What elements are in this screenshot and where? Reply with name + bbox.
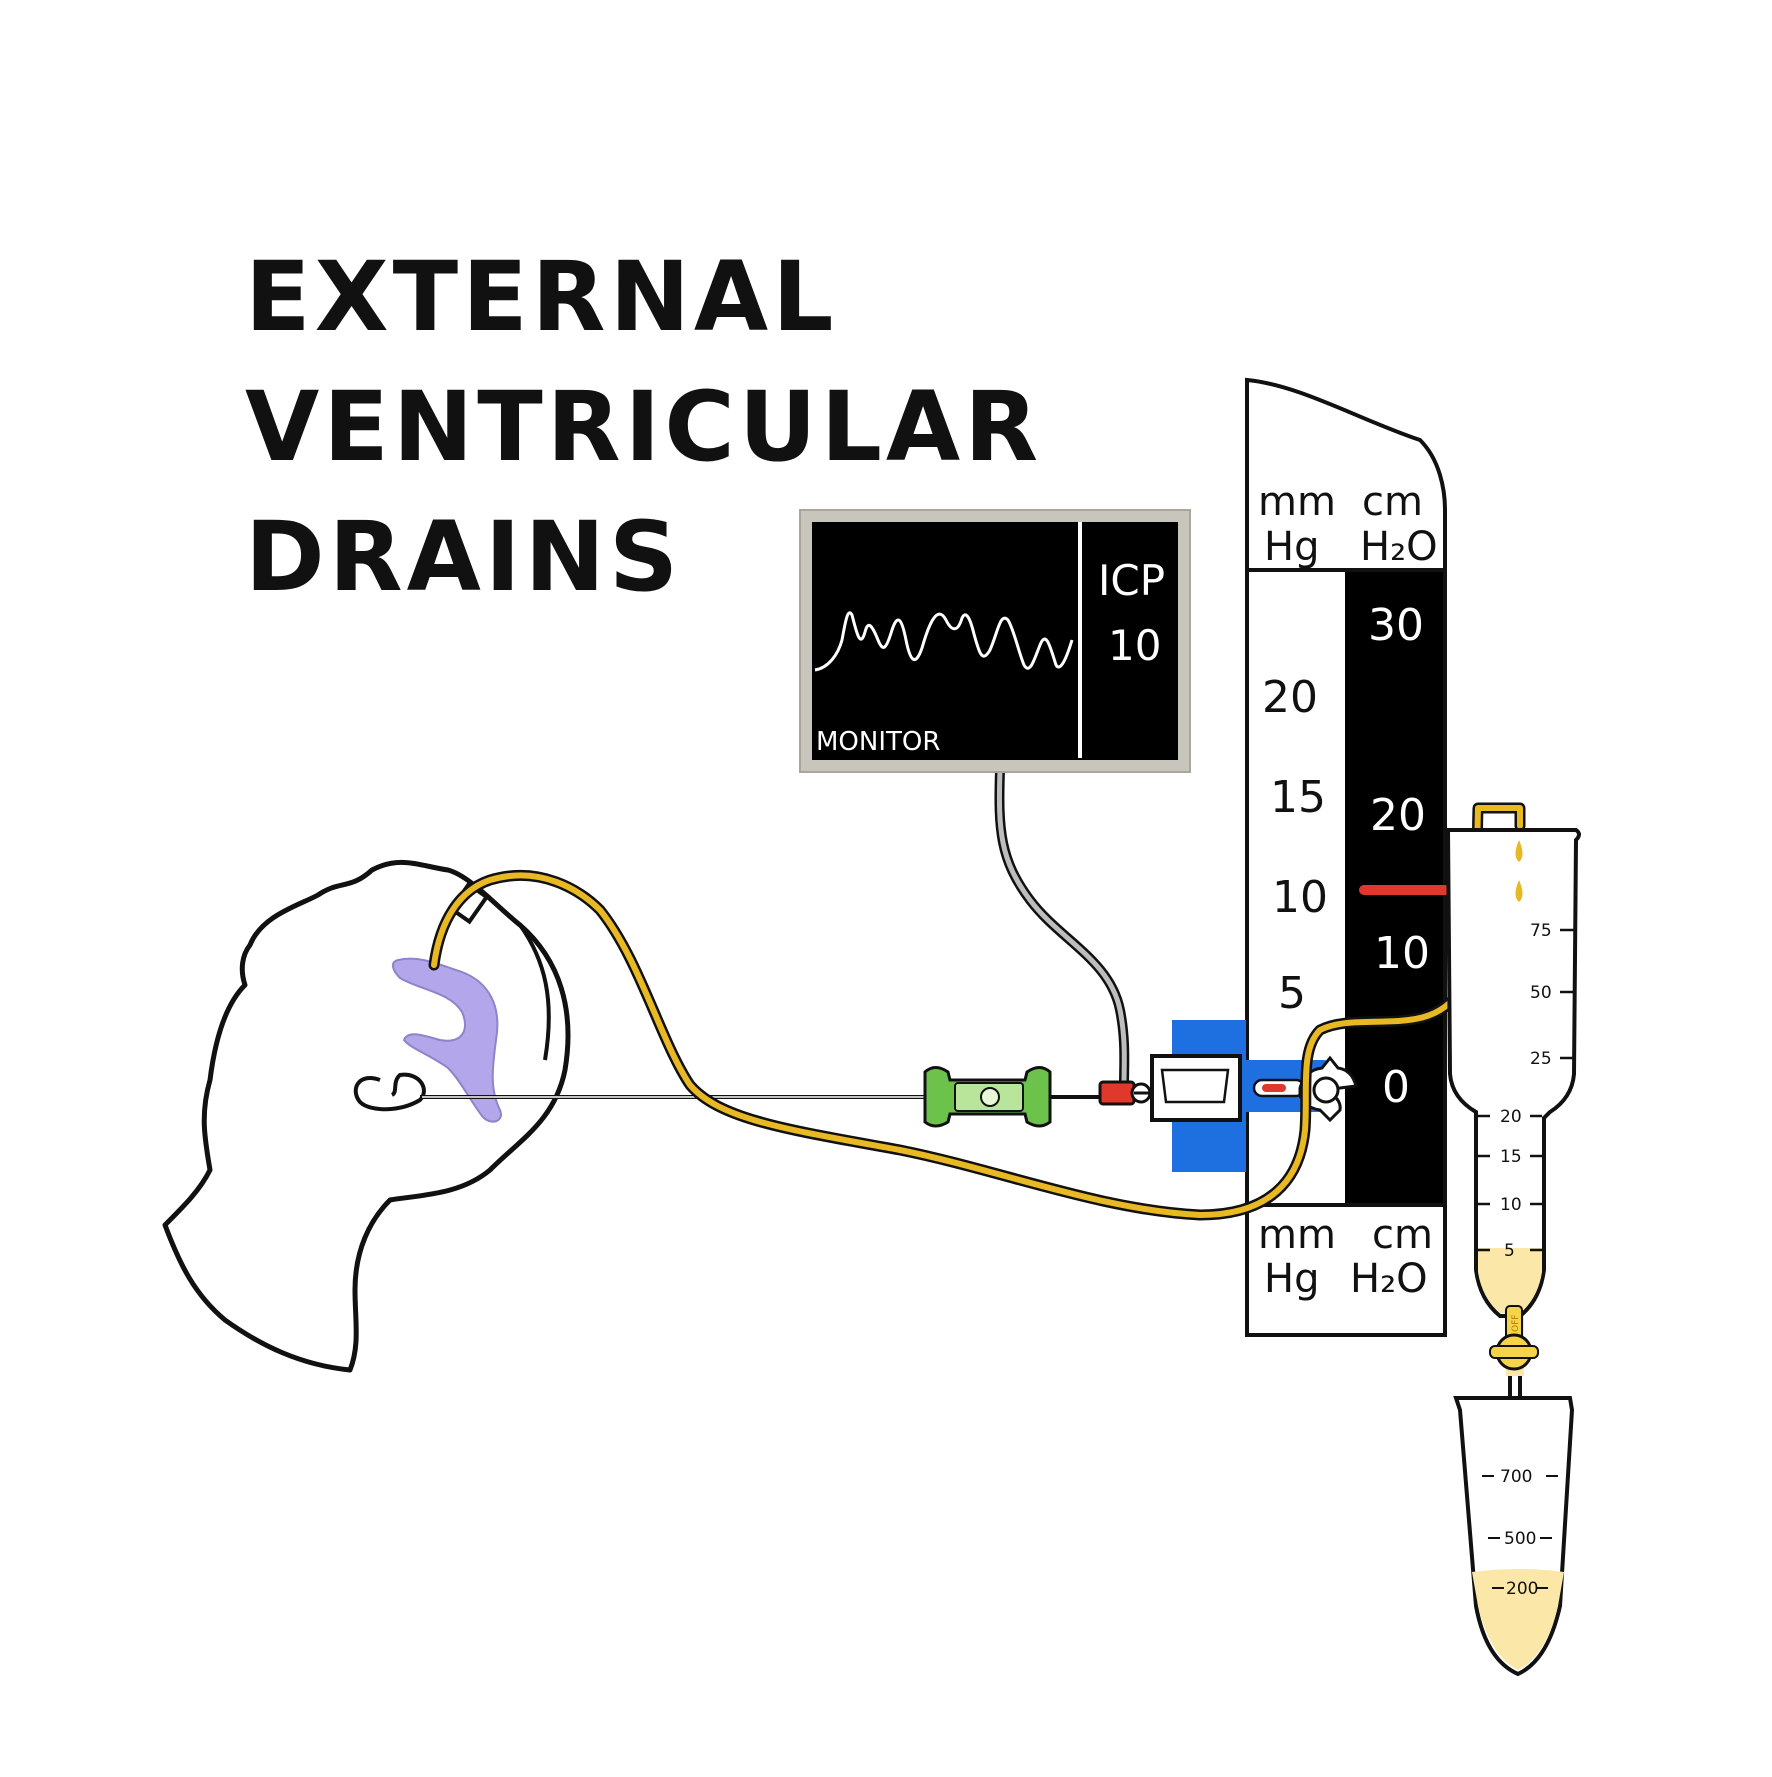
chamber-fluid (1478, 1248, 1542, 1313)
cmh2o-mark-30: 30 (1368, 600, 1424, 651)
icp-waveform (814, 611, 1074, 672)
stopcock-knob-icon (1312, 1076, 1340, 1104)
mmhg-mark-15: 15 (1270, 772, 1326, 823)
unit-bottom-h2o: H₂O (1350, 1256, 1428, 1302)
unit-top-mm: mm (1258, 479, 1336, 525)
unit-bottom-hg: Hg (1264, 1256, 1319, 1302)
unit-top-cm: cm (1362, 479, 1423, 525)
level-bubble-icon (980, 1087, 1000, 1107)
cmh2o-mark-20: 20 (1370, 790, 1426, 841)
mmhg-mark-5: 5 (1278, 968, 1306, 1019)
monitor-param-value: 10 (1108, 621, 1161, 670)
title: EXTERNAL VENTRICULAR DRAINS (245, 241, 1042, 613)
ear (353, 1072, 426, 1112)
bag-mark-700: 700 (1500, 1467, 1532, 1487)
pressure-scale: mm Hg cm H₂O mm Hg cm H₂O 20 15 10 5 30 … (1245, 377, 1450, 1337)
csf-drop-2-icon (1515, 880, 1523, 902)
unit-bottom-mm: mm (1258, 1212, 1336, 1258)
forehead-contour (518, 923, 551, 1061)
csf-tubing (428, 802, 1526, 1221)
title-line-1: EXTERNAL (245, 241, 837, 353)
bag-mark-500: 500 (1504, 1529, 1536, 1549)
monitor-cable (994, 765, 1130, 1090)
chamber-mark-5: 5 (1504, 1241, 1515, 1261)
title-line-2: VENTRICULAR (245, 371, 1042, 483)
monitor-param-label: ICP (1098, 556, 1165, 605)
icp-monitor: ICP 10 MONITOR (799, 509, 1191, 773)
monitor-label: MONITOR (816, 727, 940, 757)
head-outline (162, 859, 571, 1373)
chamber-mark-10: 10 (1500, 1195, 1522, 1215)
chamber-mark-20: 20 (1500, 1107, 1522, 1127)
unit-top-h2o: H₂O (1360, 524, 1438, 570)
unit-bottom-cm: cm (1372, 1212, 1433, 1258)
scale-top-cap (1245, 377, 1447, 572)
chamber-mark-75: 75 (1530, 921, 1552, 941)
spirit-level (923, 1066, 1115, 1128)
title-line-3: DRAINS (245, 501, 682, 613)
bag-mark-200: 200 (1506, 1579, 1538, 1599)
chamber-mark-15: 15 (1500, 1147, 1522, 1167)
patient-head (162, 859, 571, 1373)
chamber-mark-25: 25 (1530, 1049, 1552, 1069)
chamber-outline (1445, 828, 1581, 1318)
mmhg-mark-10: 10 (1272, 872, 1328, 923)
csf-drop-1-icon (1515, 840, 1523, 862)
cmh2o-mark-0: 0 (1382, 1062, 1410, 1113)
mmhg-mark-20: 20 (1262, 672, 1318, 723)
drip-chamber: 75 50 25 20 15 10 5 (1445, 828, 1581, 1318)
collection-bag: 700 500 200 (1453, 1396, 1575, 1677)
chamber-mark-50: 50 (1530, 983, 1552, 1003)
bag-stopcock: OFF (1489, 1305, 1539, 1400)
bag-fluid (1472, 1569, 1564, 1670)
unit-top-hg: Hg (1264, 524, 1319, 570)
transducer-red-cap (1098, 1080, 1136, 1106)
stopcock-label: OFF (1511, 1315, 1521, 1332)
ventricle (392, 957, 502, 1123)
cmh2o-mark-10: 10 (1374, 928, 1430, 979)
